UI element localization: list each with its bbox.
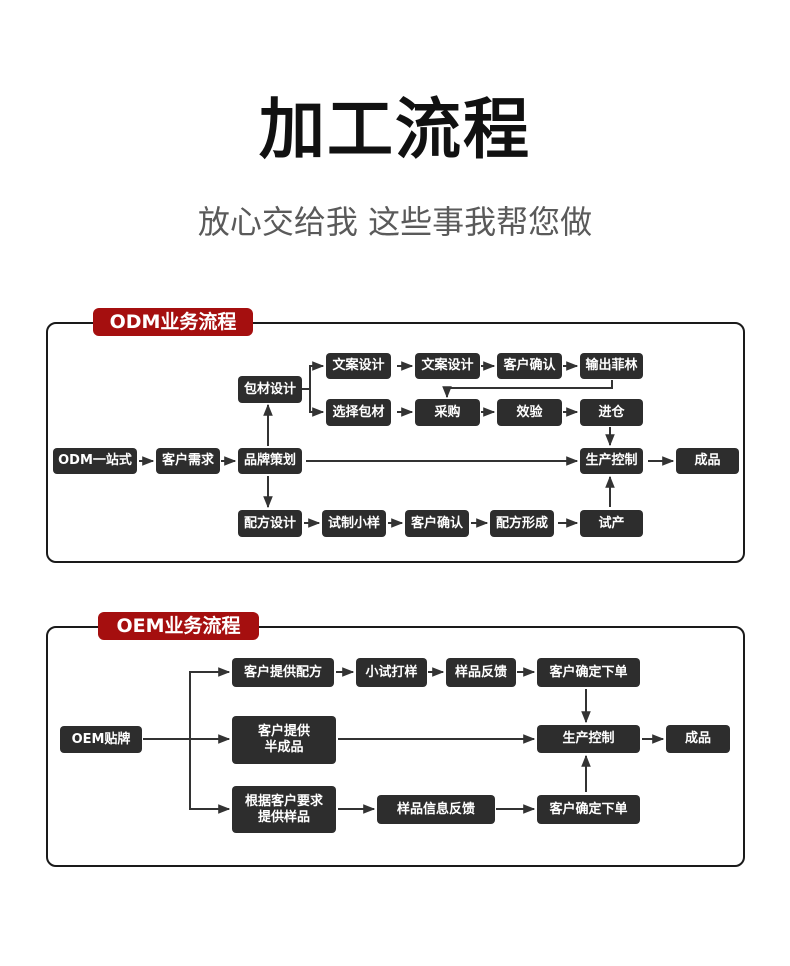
arrow-oem-formula: [189, 667, 231, 739]
oem-node-semi-line2: 半成品: [264, 740, 304, 755]
odm-node-copy1: 文案设计: [326, 353, 391, 379]
oem-node-small-trial: 小试打样: [356, 658, 427, 687]
odm-node-sample: 试制小样: [322, 510, 386, 537]
oem-panel-label: OEM业务流程: [98, 612, 259, 640]
oem-node-sample-feedback: 样品反馈: [446, 658, 516, 687]
odm-node-product: 成品: [676, 448, 739, 474]
page-subtitle: 放心交给我 这些事我帮您做: [197, 203, 593, 241]
oem-node-semi-line1: 客户提供: [257, 724, 310, 739]
oem-panel: [46, 626, 745, 867]
oem-node-semi-product: 客户提供 半成品: [232, 716, 336, 764]
odm-node-formula-done: 配方形成: [490, 510, 554, 537]
odm-node-pack-design: 包材设计: [238, 376, 302, 403]
oem-node-start: OEM贴牌: [60, 726, 142, 753]
oem-node-product: 成品: [666, 725, 730, 753]
odm-node-confirm-top: 客户确认: [497, 353, 562, 379]
arrow-film-purchase: [442, 380, 613, 399]
oem-node-req-line2: 提供样品: [257, 809, 310, 825]
odm-node-demand: 客户需求: [156, 448, 220, 474]
odm-panel-label: ODM业务流程: [93, 308, 253, 336]
arrow-pack-select: [309, 389, 325, 417]
odm-node-warehouse: 进仓: [580, 399, 643, 426]
odm-node-formula-design: 配方设计: [238, 510, 302, 537]
odm-node-select-pack: 选择包材: [326, 399, 391, 426]
oem-node-production: 生产控制: [537, 725, 640, 753]
oem-node-req-line1: 根据客户要求: [244, 793, 323, 809]
odm-node-production: 生产控制: [580, 448, 643, 474]
odm-node-inspect: 效验: [497, 399, 562, 426]
oem-node-order-bottom: 客户确定下单: [537, 795, 640, 824]
oem-node-order-top: 客户确定下单: [537, 658, 640, 687]
arrow-pack-copy1: [301, 361, 325, 390]
odm-node-confirm-bottom: 客户确认: [405, 510, 469, 537]
odm-node-start: ODM一站式: [53, 448, 137, 474]
odm-node-brand: 品牌策划: [238, 448, 302, 474]
oem-node-provide-formula: 客户提供配方: [232, 658, 334, 687]
oem-node-sample-info: 样品信息反馈: [377, 795, 495, 824]
page-title: 加工流程: [259, 91, 531, 168]
odm-node-copy2: 文案设计: [415, 353, 480, 379]
odm-node-film: 输出菲林: [580, 353, 643, 379]
odm-node-purchase: 采购: [415, 399, 480, 426]
oem-node-requirement-sample: 根据客户要求 提供样品: [232, 786, 336, 833]
arrow-oem-req: [189, 739, 231, 814]
odm-node-trial: 试产: [580, 510, 643, 537]
odm-panel: [46, 322, 745, 563]
